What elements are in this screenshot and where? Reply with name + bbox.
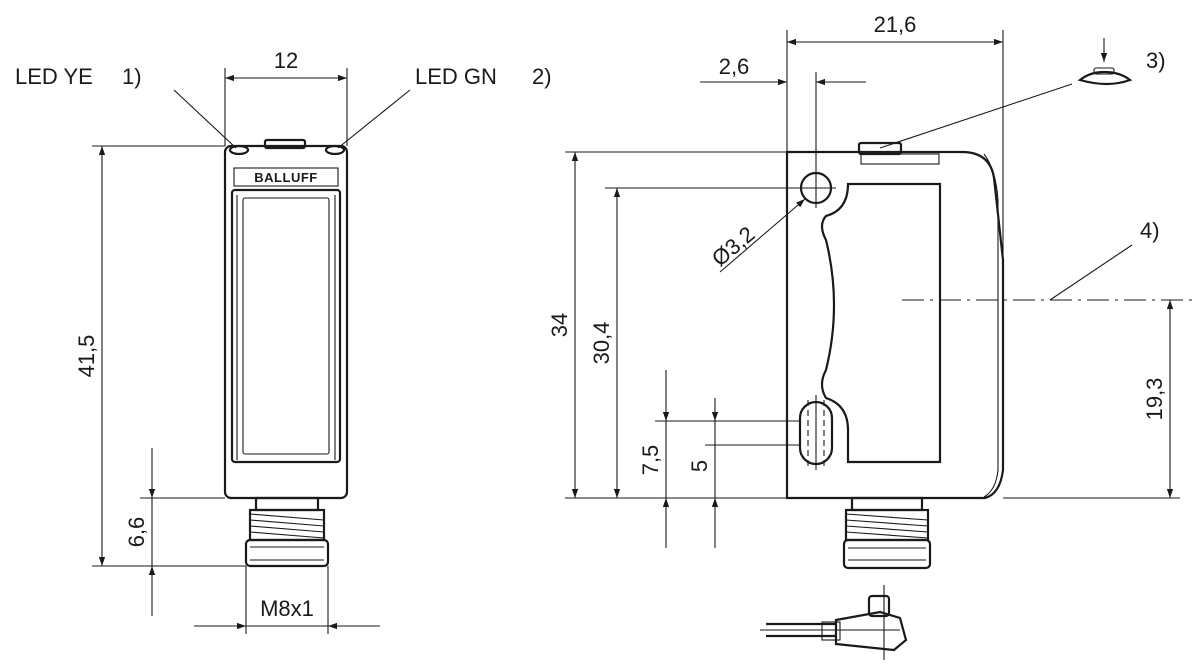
dim-optical-axis: 19,3 — [1142, 378, 1167, 421]
angled-cable-connector — [760, 585, 908, 660]
front-lens-outer — [230, 188, 342, 464]
led-yellow-leader — [173, 89, 237, 149]
dim-width: 12 — [274, 48, 298, 73]
led-yellow-indicator — [228, 144, 250, 156]
dim-depth: 21,6 — [874, 12, 917, 37]
button-press-symbol — [1077, 38, 1133, 86]
dim-height-side: 34 — [547, 313, 572, 337]
led-yellow-label: LED YE — [15, 64, 93, 89]
front-lens-inner — [242, 197, 330, 455]
teach-button — [263, 138, 307, 150]
front-view: BALLUFF 12 LED YE 1) LED GN 2) 41,5 — [15, 48, 552, 634]
dim-thread: M8x1 — [260, 596, 314, 621]
side-connector-thread — [842, 508, 932, 570]
brand-plate — [233, 167, 339, 187]
side-window — [820, 182, 942, 464]
dim-hole-diameter: Ø3,2 — [707, 221, 760, 271]
side-connector-collar — [850, 496, 924, 512]
front-connector-thread — [244, 508, 330, 568]
side-housing — [785, 150, 1005, 500]
dim-hole-offset: 2,6 — [719, 54, 750, 79]
led-yellow-note: 1) — [122, 64, 142, 89]
note-3-label: 3) — [1146, 48, 1166, 73]
front-connector-collar — [254, 496, 320, 512]
led-green-label: LED GN — [415, 64, 497, 89]
led-green-leader — [337, 89, 411, 149]
led-green-indicator — [324, 144, 346, 156]
side-view: 21,6 2,6 Ø3,2 34 30,4 7,5 5 19,3 — [547, 12, 1198, 660]
dim-height: 41,5 — [74, 335, 99, 378]
dim-connector-length: 6,6 — [124, 517, 149, 548]
note-4-label: 4) — [1140, 218, 1160, 243]
brand-text: BALLUFF — [254, 170, 317, 185]
dim-slot-center: 7,5 — [638, 445, 663, 476]
led-green-note: 2) — [532, 64, 552, 89]
dim-slot-length: 5 — [687, 460, 712, 472]
dim-hole-spacing: 30,4 — [589, 322, 614, 365]
